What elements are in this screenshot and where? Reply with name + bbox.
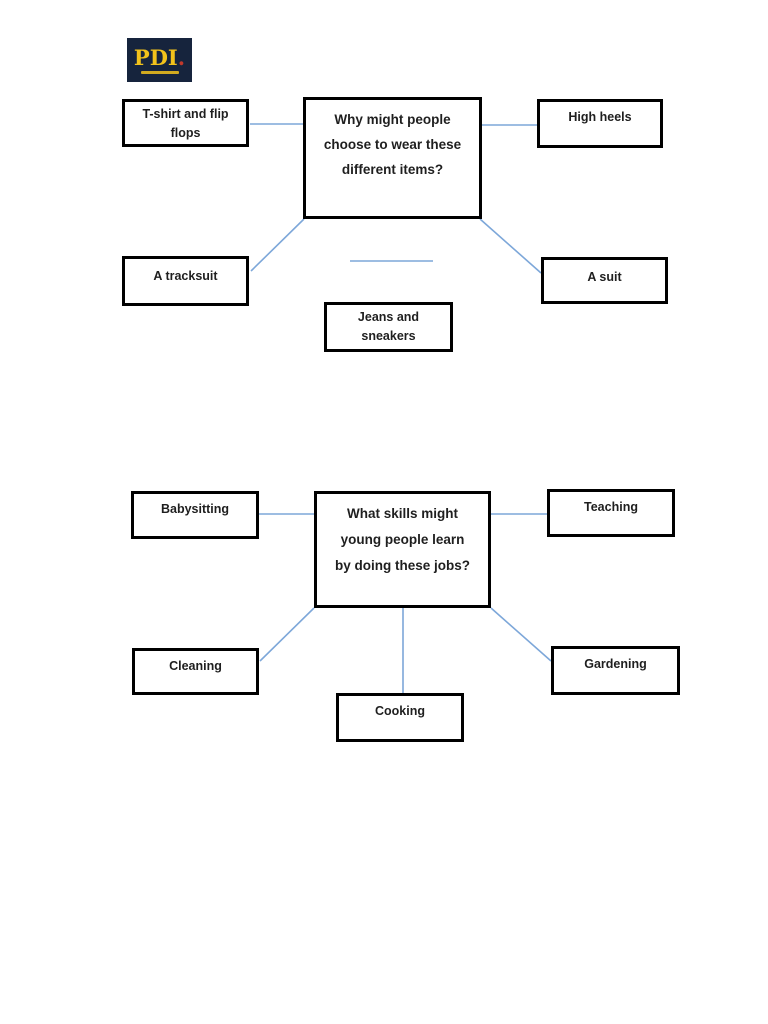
connector-center-gardening [490,607,552,662]
node-label: Cooking [375,704,425,718]
diagram1-center-line: different items? [341,162,444,177]
connector-center-tracksuit [250,218,305,272]
diagram1-center-line: choose to wear these [323,137,462,152]
node-a-suit: A suit [541,257,668,304]
node-teaching: Teaching [547,489,675,537]
node-cleaning: Cleaning [132,648,259,695]
connector-center-cleaning [259,607,315,662]
diagram2-center-line: young people learn [340,532,465,547]
node-high-heels: High heels [537,99,663,148]
pdi-logo-tagline-bar [140,70,179,74]
node-label: Babysitting [160,502,230,516]
pdi-logo-text: PDI. [134,47,185,68]
node-label: A suit [587,270,622,284]
node-label: flops [170,126,201,140]
diagram1-center-line: Why might people [334,112,451,127]
pdi-logo-wordmark: PDI [133,44,178,70]
node-jeans-and-sneakers: Jeans and sneakers [324,302,453,352]
diagram2-center-line: What skills might [346,506,458,521]
node-label: A tracksuit [153,269,218,283]
node-babysitting: Babysitting [131,491,259,539]
node-gardening: Gardening [551,646,680,695]
pdi-logo: PDI. [127,38,192,82]
node-label: Jeans and [357,310,420,324]
node-tshirt-and-flip-flops: T-shirt and flip flops [122,99,249,147]
pdi-logo-dot: . [177,44,186,70]
diagram2-center-line: by doing these jobs? [334,558,470,573]
node-label: sneakers [361,329,416,343]
connector-center-suit [479,218,542,274]
diagram1-center-box: Why might people choose to wear these di… [303,97,482,219]
diagram2-center-box: What skills might young people learn by … [314,491,491,608]
node-a-tracksuit: A tracksuit [122,256,249,306]
node-label: High heels [568,110,632,124]
node-cooking: Cooking [336,693,464,742]
node-label: T-shirt and flip [142,107,229,121]
node-label: Cleaning [169,659,222,673]
node-label: Gardening [584,657,647,671]
node-label: Teaching [584,500,638,514]
